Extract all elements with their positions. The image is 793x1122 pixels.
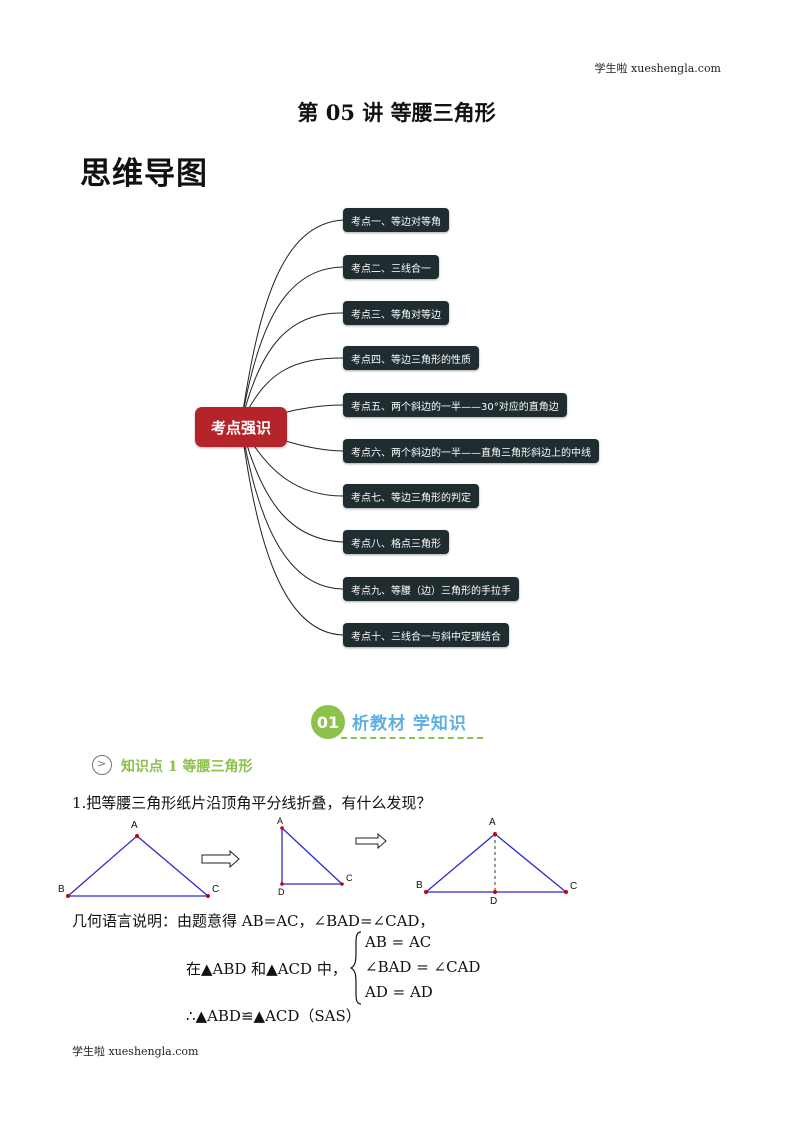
section-banner: 01 析教材 学知识 [311,705,491,739]
geometry-in-triangles: 在▲ABD 和▲ACD 中， [186,960,347,978]
mindmap-branch-6: 考点六、两个斜边的一半——直角三角形斜边上的中线 [343,439,599,463]
connector-9 [240,423,344,590]
condition-sides: AB = AC [365,933,432,951]
connector-3 [240,312,344,425]
figure-triangle-with-bisector: A B C D [416,817,577,907]
arrow-right-icon-2 [355,832,387,850]
fig2-label-d: D [278,887,285,897]
geometry-conclusion: ∴▲ABD≌▲ACD（SAS） [186,1007,361,1025]
geometry-statement: 几何语言说明：由题意得 AB=AC，∠BAD=∠CAD， [72,912,435,930]
fig3-label-c: C [570,881,577,892]
mindmap-branch-10: 考点十、三线合一与斜中定理结合 [343,623,509,647]
fig2-label-a: A [277,816,283,826]
fig3-label-b: B [416,880,423,891]
fig3-label-a: A [489,817,496,828]
condition-common-side: AD = AD [365,983,433,1001]
section-number-badge: 01 [311,705,345,739]
arrow-right-icon-1 [201,849,240,869]
connector-8 [240,423,344,543]
document-title: 第 05 讲 等腰三角形 [297,100,496,125]
mindmap-branch-4: 考点四、等边三角形的性质 [343,346,479,370]
triangle-figures: A B C A D C A B C D [58,816,577,907]
figure-isosceles-triangle: A B C [58,820,219,898]
connector-2 [240,266,344,425]
mindmap-central-node: 考点强识 [195,407,287,447]
condition-angles: ∠BAD = ∠CAD [365,958,481,976]
connector-1 [240,219,344,425]
fig1-label-b: B [58,884,65,895]
mindmap-branch-7: 考点七、等边三角形的判定 [343,484,479,508]
section-title: 析教材 学知识 [352,714,467,734]
mindmap-branch-2: 考点二、三线合一 [343,255,439,279]
header-watermark: 学生啦 xueshengla.com [594,62,721,75]
section-underline [341,737,483,739]
footer-watermark: 学生啦 xueshengla.com [72,1045,199,1058]
fig2-label-c: C [346,873,353,883]
mindmap-heading: 思维导图 [80,156,208,192]
mindmap-branch-9: 考点九、等腰（边）三角形的手拉手 [343,577,519,601]
connector-10 [240,423,344,636]
mindmap-branch-8: 考点八、格点三角形 [343,530,449,554]
question-text: 1.把等腰三角形纸片沿顶角平分线折叠，有什么发现？ [72,794,432,812]
left-brace-icon [350,931,362,1005]
knowledge-point-title: 知识点 1 等腰三角形 [121,759,253,775]
figure-folded-right-triangle: A D C [277,816,353,897]
fig1-label-c: C [212,884,219,895]
mindmap-branch-3: 考点三、等角对等边 [343,301,449,325]
mindmap-branch-1: 考点一、等边对等角 [343,208,449,232]
fig3-label-d: D [490,896,497,907]
mindmap-branch-5: 考点五、两个斜边的一半——30°对应的直角边 [343,393,567,417]
fig1-label-a: A [131,820,138,831]
chevron-right-circle-icon: > [92,755,112,775]
